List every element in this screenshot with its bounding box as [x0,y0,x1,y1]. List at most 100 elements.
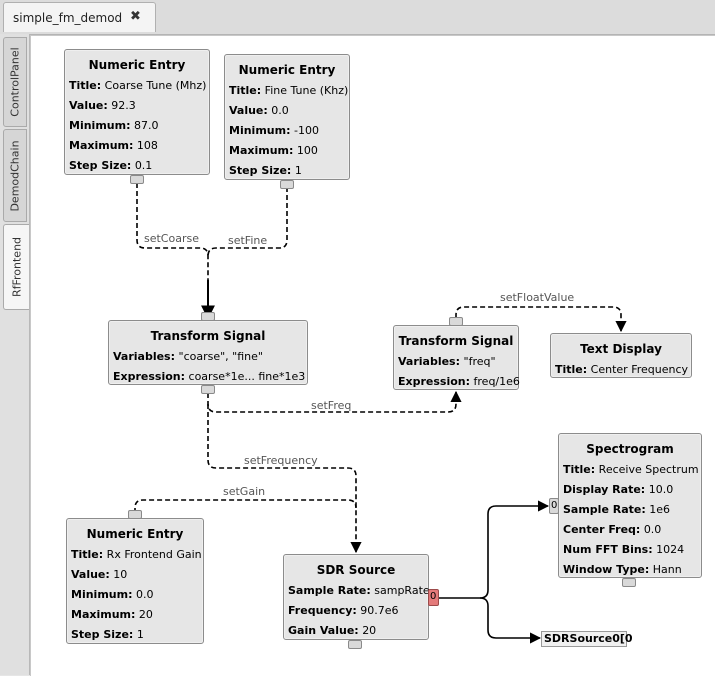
param-key: Title: [229,84,262,97]
param-key: Value: [71,568,110,581]
param-value: 87.0 [133,119,159,132]
param-value: 0.0 [643,523,662,536]
output-port[interactable] [130,175,144,184]
block-title: Numeric Entry [238,63,336,77]
output-port[interactable] [622,578,636,587]
param-row: Title: Receive Spectrum [563,463,701,476]
numeric-entry-gain-block[interactable]: Numeric Entry Title: Rx Frontend Gain Va… [66,518,204,644]
block-title: Text Display [580,342,662,356]
param-value: 10.0 [648,483,674,496]
param-row: Title: Rx Frontend Gain [71,548,203,561]
spectrogram-input-port[interactable]: 0 [549,498,559,514]
block-title: SDR Source [316,563,396,577]
param-row: Window Type: Hann [563,563,701,576]
param-row: Title: Fine Tune (Khz) [229,84,349,97]
vertical-tab-bar: ControlPanel DemodChain RfFrontend [0,34,30,675]
param-row: Step Size: 0.1 [69,159,209,172]
param-key: Maximum: [69,139,134,152]
wire-label-setgain: setGain [223,485,266,498]
param-value: Center Frequency [590,363,689,376]
wire-label-setcoarse: setCoarse [144,232,199,245]
block-title: Numeric Entry [86,527,184,541]
tab-label: ControlPanel [8,47,22,117]
param-row: Value: 92.3 [69,99,209,112]
param-row: Expression: coarse*1e... fine*1e3 [113,370,307,383]
param-key: Window Type: [563,563,650,576]
param-value: 20 [138,608,153,621]
param-key: Sample Rate: [563,503,646,516]
param-key: Minimum: [229,124,291,137]
param-key: Sample Rate: [288,584,371,597]
param-value: 20 [362,624,377,637]
param-row: Title: Center Frequency [555,363,691,376]
param-row: Frequency: 90.7e6 [288,604,428,617]
text-display-block[interactable]: Text Display Title: Center Frequency [550,333,692,378]
param-key: Title: [563,463,596,476]
numeric-entry-coarse-block[interactable]: Numeric Entry Title: Coarse Tune (Mhz) V… [64,49,210,175]
output-port[interactable] [348,640,362,649]
param-row: Step Size: 1 [71,628,203,641]
param-row: Maximum: 20 [71,608,203,621]
param-row: Step Size: 1 [229,164,349,177]
numeric-entry-fine-block[interactable]: Numeric Entry Title: Fine Tune (Khz) Val… [224,54,350,180]
param-value: -100 [293,124,319,137]
param-row: Maximum: 100 [229,144,349,157]
param-value: "coarse", "fine" [178,350,263,363]
param-value: 0.0 [135,588,154,601]
wire-label-setfloatvalue: setFloatValue [500,291,575,304]
document-tab[interactable]: simple_fm_demod ✖ [3,2,156,32]
sdr-output-port[interactable]: 0 [428,589,439,606]
param-value: 10 [113,568,128,581]
param-row: Gain Value: 20 [288,624,428,637]
param-key: Num FFT Bins: [563,543,653,556]
param-key: Title: [71,548,104,561]
block-title: Spectrogram [586,442,674,456]
param-key: Expression: [398,375,471,388]
param-value: sampRate [374,584,430,597]
param-key: Frequency: [288,604,357,617]
param-key: Variables: [113,350,176,363]
param-value: "freq" [463,355,496,368]
param-row: Value: 0.0 [229,104,349,117]
param-value: 90.7e6 [360,604,399,617]
param-value: 1 [136,628,144,641]
param-row: Title: Coarse Tune (Mhz) [69,79,209,92]
param-row: Value: 10 [71,568,203,581]
param-key: Display Rate: [563,483,646,496]
sdr-source-block[interactable]: SDR Source Sample Rate: sampRate Frequen… [283,554,430,640]
tab-label: DemodChain [8,139,22,212]
param-key: Value: [229,104,268,117]
param-row: Minimum: 0.0 [71,588,203,601]
tab-demodchain[interactable]: DemodChain [3,129,27,222]
transform-signal-freq-block[interactable]: Transform Signal Variables: "freq" Expre… [393,325,520,390]
output-port[interactable] [280,180,294,189]
transform-signal-main-block[interactable]: Transform Signal Variables: "coarse", "f… [108,320,308,385]
port-label: 0 [430,591,437,602]
param-value: Receive Spectrum [598,463,699,476]
output-port[interactable] [201,385,215,394]
probe-label[interactable]: SDRSource0[0 [541,631,633,647]
tab-rffrontend[interactable]: RfFrontend [3,224,29,310]
spectrogram-block[interactable]: Spectrogram Title: Receive Spectrum Disp… [558,433,702,578]
param-key: Center Freq: [563,523,641,536]
param-key: Step Size: [69,159,132,172]
param-value: freq/1e6 [473,375,520,388]
document-tab-label: simple_fm_demod [13,11,123,25]
param-value: 100 [296,144,318,157]
param-value: Hann [652,563,682,576]
param-key: Step Size: [229,164,292,177]
port-label: 0 [551,500,558,511]
param-row: Minimum: -100 [229,124,349,137]
tab-controlpanel[interactable]: ControlPanel [3,37,27,127]
param-value: 1e6 [649,503,671,516]
param-value: 1 [294,164,302,177]
param-row: Minimum: 87.0 [69,119,209,132]
param-row: Sample Rate: 1e6 [563,503,701,516]
param-value: Coarse Tune (Mhz) [104,79,207,92]
block-title: Transform Signal [398,334,514,348]
param-row: Display Rate: 10.0 [563,483,701,496]
param-row: Num FFT Bins: 1024 [563,543,701,556]
block-title: Transform Signal [150,329,266,343]
document-tab-bar: simple_fm_demod ✖ [0,0,715,35]
close-icon[interactable]: ✖ [130,9,141,24]
